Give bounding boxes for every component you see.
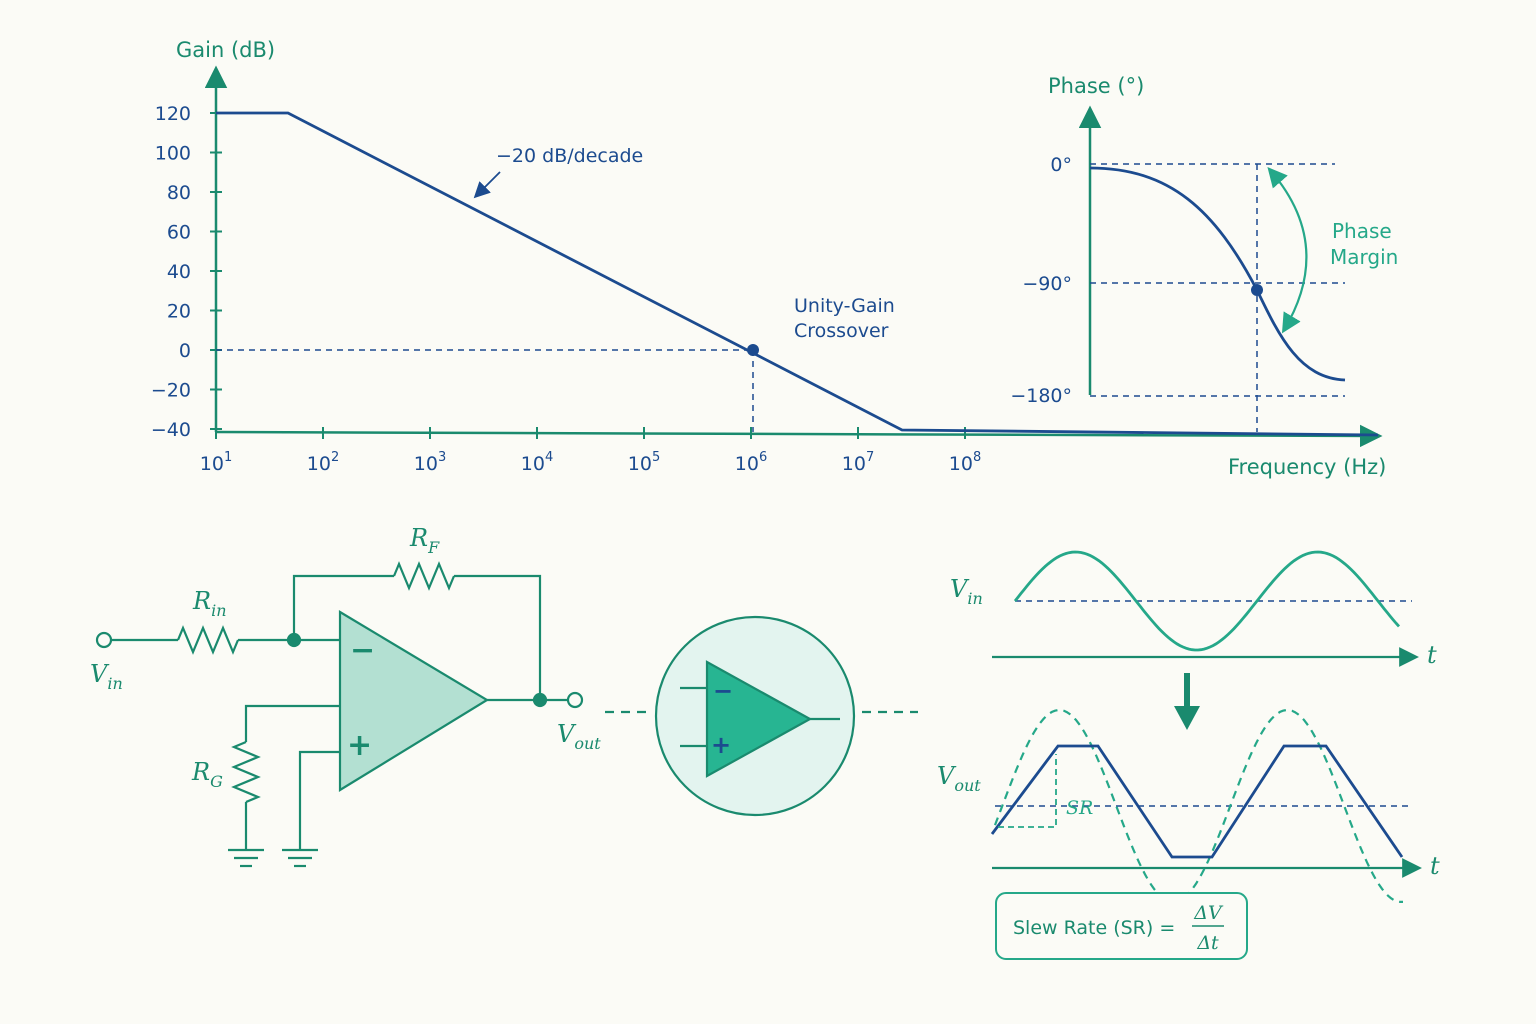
vout-label: Vout: [557, 720, 601, 753]
phase-tick-90: −90°: [1022, 273, 1072, 295]
noninverting-wire: [298, 750, 340, 850]
rin-resistor: [176, 625, 240, 655]
gain-response-curve: [216, 111, 1379, 437]
rg-label: RG: [191, 758, 223, 791]
gain-y-tick-label: 80: [167, 182, 191, 204]
feedback-wire-left: [292, 574, 394, 640]
gain-x-tick-label: 106: [735, 450, 767, 475]
ground-symbol-right: [282, 848, 318, 868]
down-arrow-icon: [1174, 673, 1200, 730]
phase-response-curve: [1089, 166, 1346, 382]
gain-axis-label: Gain (dB): [176, 38, 275, 62]
slope-label: −20 dB/decade: [496, 145, 643, 167]
gain-y-tick-label: 60: [167, 222, 191, 244]
rf-resistor: [392, 561, 456, 591]
phase-crossover-point: [1251, 284, 1263, 296]
icon-plus-sign: +: [711, 731, 731, 759]
slope-arrow: [473, 171, 501, 199]
gain-x-tick-label: 108: [949, 450, 981, 475]
vin-wave-label: Vin: [950, 575, 983, 608]
phase-margin-arrow: [1267, 167, 1308, 334]
slew-rate-formula-box: Slew Rate (SR) = ΔV Δt: [995, 892, 1248, 960]
vin-t-label: t: [1427, 641, 1437, 669]
gain-plot: Gain (dB) Frequency (Hz) 120 100 80 60 40 20 0…: [151, 38, 1386, 479]
sr-label: SR: [1066, 797, 1093, 819]
phase-margin-label-line2: Margin: [1330, 245, 1398, 269]
unity-gain-point: [747, 344, 759, 356]
gain-y-ticks: 120 100 80 60 40 20 0 −20 −40: [151, 103, 222, 441]
gain-x-ticks: 101 102 103 104 105 106 107 108: [200, 427, 981, 475]
ground-symbol-left: [228, 848, 264, 868]
vout-t-label: t: [1430, 852, 1440, 880]
feedback-wire-right: [454, 574, 542, 700]
opamp-symbol-icon: [605, 615, 918, 817]
opamp-minus-sign: −: [350, 633, 375, 668]
vout-terminal: [566, 691, 584, 709]
icon-opamp-triangle: [705, 660, 813, 778]
phase-margin-label-line1: Phase: [1332, 219, 1392, 243]
opamp-triangle: [338, 610, 490, 792]
gain-y-tick-label: −40: [151, 419, 191, 441]
vin-terminal: [95, 631, 113, 649]
crossover-label-line2: Crossover: [794, 320, 889, 342]
phase-tick-0: 0°: [1050, 154, 1072, 176]
gain-x-tick-label: 104: [521, 450, 553, 475]
rin-label: Rin: [192, 587, 227, 620]
gain-y-tick-label: 40: [167, 261, 191, 283]
vin-sine-wave: [1013, 550, 1401, 652]
icon-minus-sign: −: [713, 677, 733, 705]
opamp-plus-sign: +: [347, 728, 372, 763]
vin-label: Vin: [90, 660, 123, 693]
gain-x-tick-label: 102: [307, 450, 339, 475]
slew-limited-output-wave: [990, 744, 1404, 859]
gain-x-tick-label: 101: [200, 450, 232, 475]
frequency-x-axis: [215, 424, 1383, 448]
gain-y-tick-label: 0: [179, 340, 191, 362]
vout-waveform-panel: SR Vout t: [937, 709, 1440, 903]
formula-numerator: ΔV: [1193, 902, 1224, 924]
rg-resistor: [231, 740, 261, 804]
crossover-label-line1: Unity-Gain: [794, 295, 895, 317]
gain-y-tick-label: 120: [155, 103, 191, 125]
phase-axis-label: Phase (°): [1048, 74, 1144, 98]
phase-tick-180: −180°: [1010, 385, 1072, 407]
vin-waveform-panel: Vin t: [950, 550, 1437, 669]
gain-y-tick-label: 100: [155, 143, 191, 165]
gain-y-tick-label: −20: [151, 380, 191, 402]
rf-label: RF: [409, 524, 440, 557]
phase-plot: Phase (°) 0° −90° −180° Phase Margin: [1010, 74, 1398, 432]
output-node: [532, 692, 548, 708]
frequency-axis-label: Frequency (Hz): [1228, 455, 1386, 479]
gain-x-tick-label: 105: [628, 450, 660, 475]
rg-wire: [244, 704, 340, 742]
gain-y-tick-label: 20: [167, 301, 191, 323]
ideal-output-dashed-wave: [993, 709, 1403, 903]
inverting-amplifier-circuit: [95, 561, 584, 868]
gain-x-tick-label: 103: [414, 450, 446, 475]
gain-x-tick-label: 107: [842, 450, 874, 475]
formula-denominator: Δt: [1196, 932, 1219, 954]
vout-wave-label: Vout: [937, 762, 981, 795]
formula-text: Slew Rate (SR) =: [1013, 917, 1175, 939]
